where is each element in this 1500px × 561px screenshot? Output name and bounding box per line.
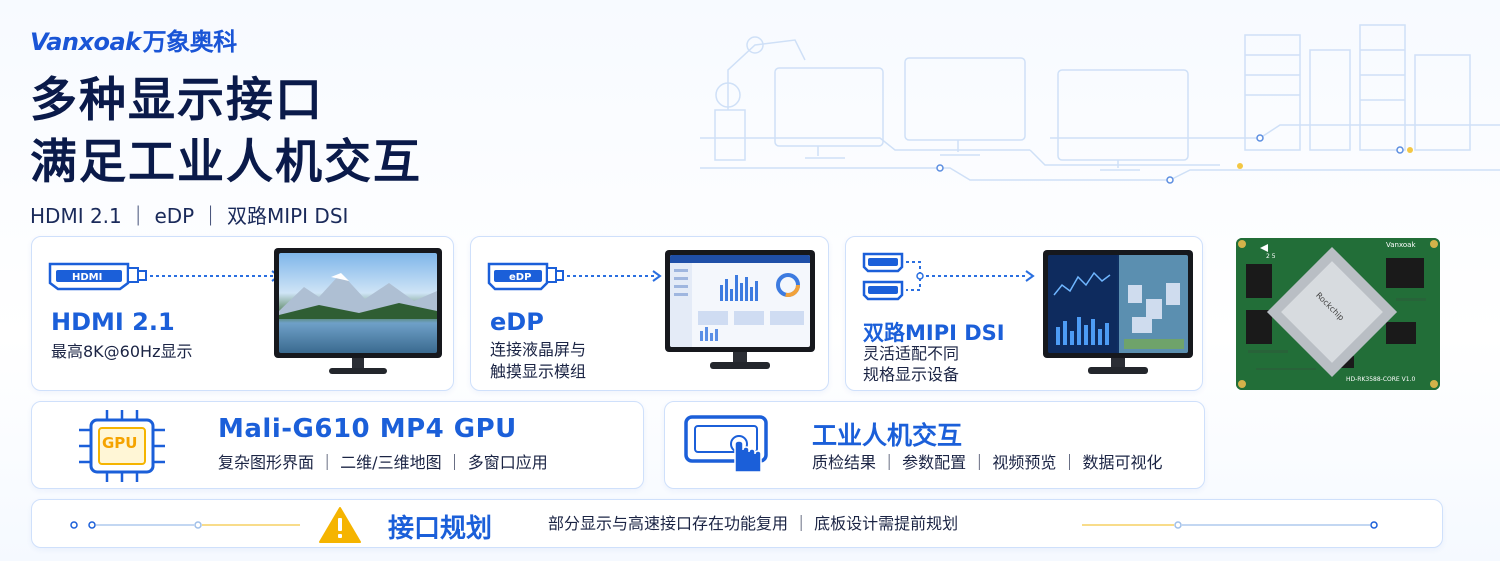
hmi-card: 工业人机交互 质检结果 ｜ 参数配置 ｜ 视频预览 ｜ 数据可视化 [664, 401, 1205, 489]
gpu-chip-icon [79, 410, 165, 482]
edp-port-icon [487, 262, 662, 291]
brand-logo: Vanxoak万象奥科 [30, 22, 237, 57]
brand-cn: 万象奥科 [142, 28, 238, 56]
core-board-image: 2 5 Vanxoak Rockchip HD-RK3588-CORE V1.0 [1236, 238, 1440, 390]
hdmi-card: HDMI HDMI 2.1 最高8K@60Hz显示 [31, 236, 454, 391]
industrial-background-art [700, 24, 1500, 184]
title-line-2: 满足工业人机交互 [30, 135, 422, 190]
interface-list: HDMI 2.1 ｜ eDP ｜ 双路MIPI DSI [30, 204, 349, 228]
hdmi-port-icon [48, 262, 281, 291]
mipi-title: 双路MIPI DSI [863, 321, 1005, 345]
gpu-desc: 复杂图形界面 ｜ 二维/三维地图 ｜ 多窗口应用 [218, 453, 548, 472]
touchscreen-hand-icon [684, 415, 768, 473]
gpu-title: Mali-G610 MP4 GPU [218, 414, 517, 444]
board-brand: Vanxoak [1386, 241, 1416, 249]
mipi-desc-line1: 灵活适配不同 [863, 344, 960, 363]
title-line-1: 多种显示接口 [30, 73, 324, 128]
left-connector-line [70, 521, 300, 529]
hdmi-monitor [274, 248, 442, 376]
gpu-card: GPU Mali-G610 MP4 GPU 复杂图形界面 ｜ 二维/三维地图 ｜… [31, 401, 644, 489]
mipi-monitor [1043, 250, 1193, 376]
hdmi-title: HDMI 2.1 [51, 308, 175, 336]
split-screen-graphic [1048, 255, 1188, 353]
svg-text:2 5: 2 5 [1266, 253, 1276, 260]
plan-desc: 部分显示与高速接口存在功能复用 ｜ 底板设计需提前规划 [548, 514, 959, 533]
hdmi-port-label: HDMI [72, 272, 103, 283]
board-model: HD-RK3588-CORE V1.0 [1346, 376, 1416, 383]
plan-title: 接口规划 [388, 514, 493, 544]
mipi-card: 双路MIPI DSI 灵活适配不同 规格显示设备 [845, 236, 1203, 391]
edp-port-label: eDP [509, 272, 532, 283]
page-title: 多种显示接口 满足工业人机交互 [30, 70, 422, 194]
edp-card: eDP eDP 连接液晶屏与 触摸显示模组 [470, 236, 829, 391]
hmi-desc: 质检结果 ｜ 参数配置 ｜ 视频预览 ｜ 数据可视化 [812, 453, 1163, 472]
mipi-desc-line2: 规格显示设备 [863, 365, 960, 384]
gpu-chip-label: GPU [102, 434, 138, 452]
brand-latin: Vanxoak [30, 28, 141, 56]
edp-desc-line1: 连接液晶屏与 [490, 340, 587, 359]
edp-desc-line2: 触摸显示模组 [490, 362, 587, 381]
right-connector-line [1082, 521, 1378, 529]
dashboard-graphic [670, 255, 810, 347]
mipi-dual-port-icon [862, 252, 1035, 301]
edp-title: eDP [490, 308, 544, 336]
warning-icon [319, 507, 361, 543]
edp-monitor [665, 250, 815, 370]
interface-planning-bar: 接口规划 部分显示与高速接口存在功能复用 ｜ 底板设计需提前规划 [31, 499, 1443, 548]
hdmi-desc: 最高8K@60Hz显示 [51, 342, 193, 361]
hmi-title: 工业人机交互 [812, 421, 963, 450]
